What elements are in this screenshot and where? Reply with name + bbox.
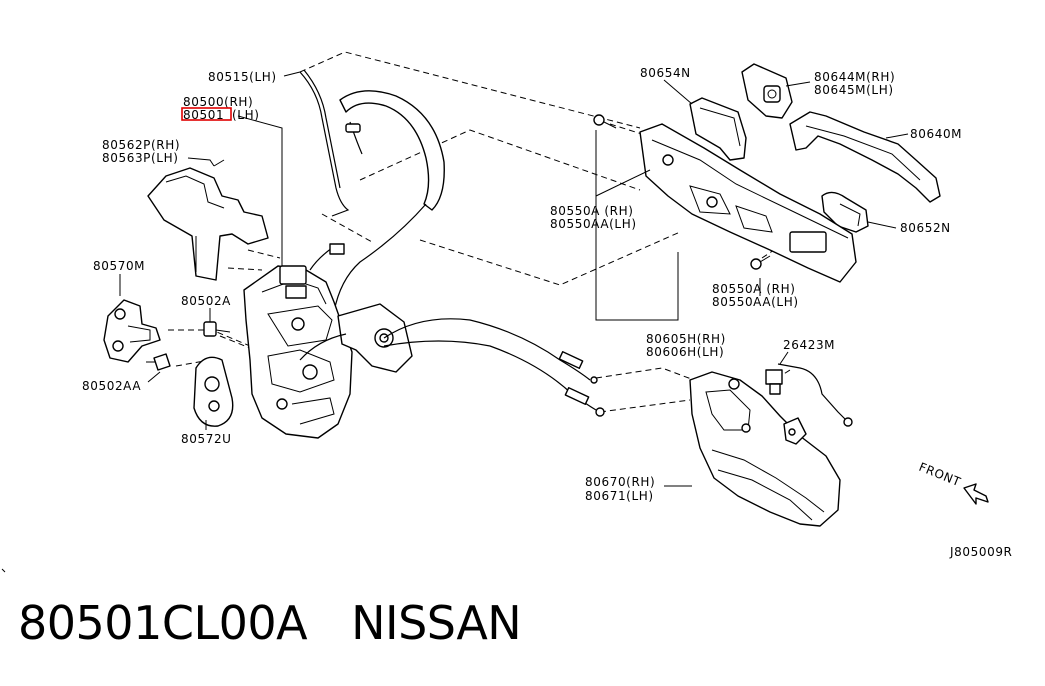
callout-80563p: 80563P(LH): [102, 151, 178, 165]
inside-handle-80670: [689, 371, 841, 527]
callout-80605h: 80605H(RH): [646, 332, 726, 346]
callout-80644m: 80644M(RH): [814, 70, 895, 84]
gasket-80572u: [193, 356, 234, 427]
cable-loop: [309, 90, 445, 313]
front-direction-label: FRONT: [917, 460, 963, 489]
callout-80502aa: 80502AA: [82, 379, 141, 393]
callout-80500: 80500(RH): [183, 95, 253, 109]
leader-lines: [119, 71, 909, 487]
diagram-code: J805009R: [949, 545, 1013, 559]
cables-to-inside-handle: [383, 318, 605, 417]
callout-80502a: 80502A: [181, 294, 231, 308]
callout-80572u: 80572U: [181, 432, 232, 446]
striker-80570m: [103, 299, 161, 363]
callout-80550aa-1: 80550AA(LH): [550, 217, 637, 231]
harness-26423m: [765, 363, 853, 427]
part-number: 80501CL00A: [18, 596, 308, 650]
callout-80645m: 80645M(LH): [814, 83, 894, 97]
callout-80670: 80670(RH): [585, 475, 655, 489]
callout-80562p: 80562P(RH): [102, 138, 180, 152]
callout-80640m: 80640M: [910, 127, 962, 141]
part-footer: 80501CL00A NISSAN: [18, 596, 522, 650]
callout-80550a-1: 80550A (RH): [550, 204, 634, 218]
outer-handle-80640m: [789, 111, 941, 203]
screw-80550a-lower: [750, 255, 771, 270]
callout-80550a-2: 80550A (RH): [712, 282, 796, 296]
callout-80652n: 80652N: [900, 221, 951, 235]
brand-name: NISSAN: [351, 596, 522, 650]
rod-80515: [299, 69, 350, 217]
callout-80515: 80515(LH): [208, 70, 277, 84]
callout-80654n: 80654N: [640, 66, 691, 80]
screw-80550a-upper: [593, 114, 617, 129]
callout-80550aa-2: 80550AA(LH): [712, 295, 799, 309]
callout-80671: 80671(LH): [585, 489, 654, 503]
callout-80570m: 80570M: [93, 259, 145, 273]
cap-80644m: [741, 63, 793, 119]
callout-labels: 80515(LH) 80500(RH) 80501 (LH) 80562P(RH…: [82, 66, 1013, 559]
escutcheon-80654n: [689, 97, 747, 161]
callout-80606h: 80606H(LH): [646, 345, 724, 359]
front-arrow-icon: [963, 483, 989, 505]
door-lock-actuator-80500: [243, 265, 413, 439]
edge-tick: [1, 568, 6, 573]
cap-80652n: [821, 191, 869, 233]
callout-80501-highlight: [181, 107, 232, 121]
protector-80562p: [147, 159, 269, 281]
screw-80502a: [203, 321, 231, 337]
callout-80501-suffix: (LH): [232, 108, 259, 122]
handle-bracket-80605h: [639, 123, 857, 283]
screw-80502aa: [146, 353, 171, 371]
callout-26423m: 26423M: [783, 338, 835, 352]
callout-80501: 80501: [183, 108, 224, 122]
exploded-parts-diagram: 80515(LH) 80500(RH) 80501 (LH) 80562P(RH…: [1, 51, 1013, 573]
